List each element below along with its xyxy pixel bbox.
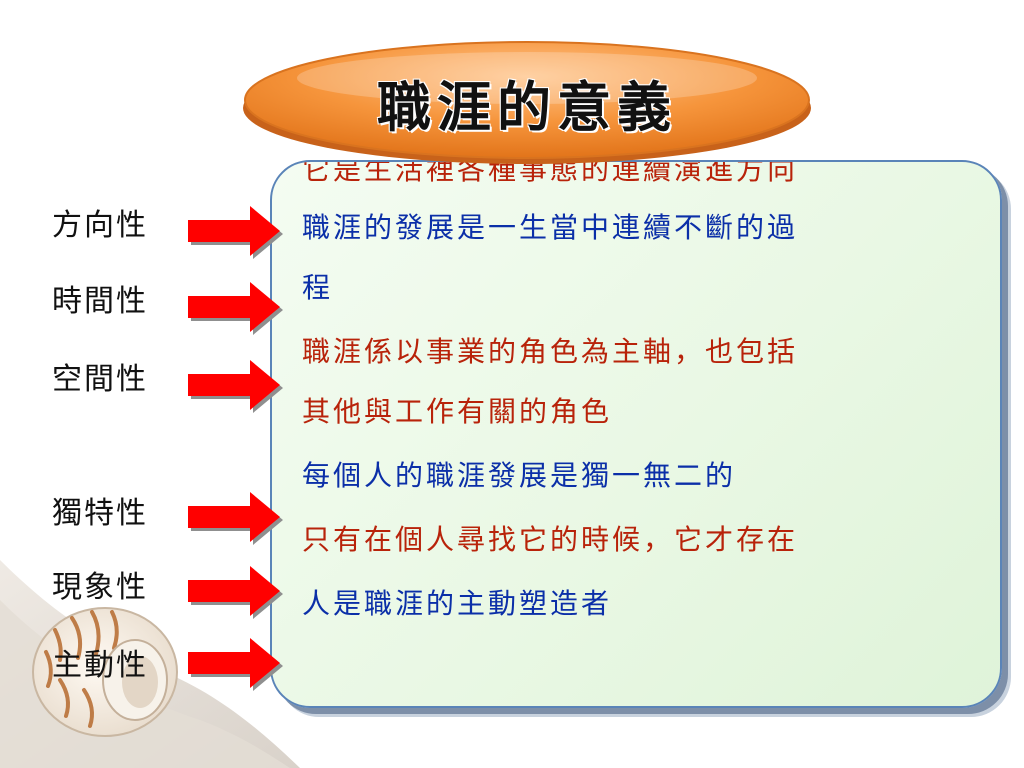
- content-line-2: 職涯的發展是一生當中連續不斷的過: [302, 211, 799, 244]
- label-space: 空間性: [52, 362, 148, 397]
- red-right-arrow-icon: [188, 566, 283, 619]
- red-right-arrow-icon: [188, 206, 283, 259]
- content-line-7: 只有在個人尋找它的時候，它才存在: [302, 523, 799, 556]
- red-right-arrow-icon: [188, 282, 283, 335]
- label-direction: 方向性: [52, 208, 148, 243]
- content-line-4: 職涯係以事業的角色為主軸，也包括: [302, 335, 799, 368]
- label-uniqueness: 獨特性: [52, 496, 148, 531]
- page-title: 職涯的意義: [377, 74, 677, 139]
- label-initiative: 主動性: [52, 648, 148, 683]
- content-line-8: 人是職涯的主動塑造者: [302, 587, 613, 620]
- content-panel: 它是生活裡各種事態的連續演進方向 職涯的發展是一生當中連續不斷的過 程 職涯係以…: [270, 160, 1002, 708]
- content-line-5: 其他與工作有關的角色: [302, 395, 613, 428]
- content-line-3: 程: [302, 271, 334, 304]
- content-line-6: 每個人的職涯發展是獨一無二的: [302, 459, 737, 492]
- red-right-arrow-icon: [188, 360, 283, 413]
- red-right-arrow-icon: [188, 492, 283, 545]
- red-right-arrow-icon: [188, 638, 283, 691]
- content-lines: 它是生活裡各種事態的連續演進方向 職涯的發展是一生當中連續不斷的過 程 職涯係以…: [302, 162, 982, 622]
- content-line-1: 它是生活裡各種事態的連續演進方向: [302, 160, 799, 186]
- title-badge: [243, 41, 811, 164]
- label-phenomenon: 現象性: [52, 570, 148, 605]
- nautilus-shell-icon: [0, 560, 300, 768]
- label-time: 時間性: [52, 284, 148, 319]
